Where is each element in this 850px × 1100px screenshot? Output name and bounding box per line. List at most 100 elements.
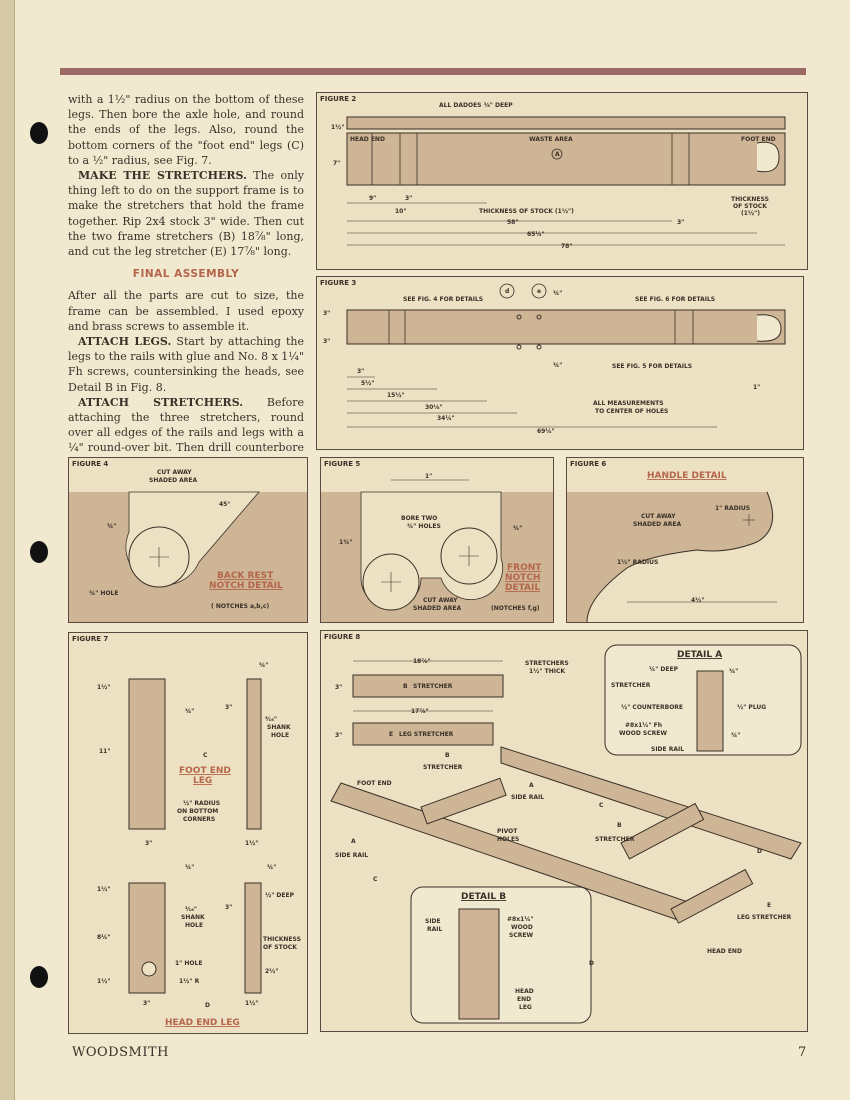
figure-2: FIGURE 2 ALL DADOES ⅜" DEEP HEAD END FOO… (316, 92, 808, 270)
article-column: with a 1½" radius on the bottom of these… (68, 92, 304, 501)
fig7-dim-3c: 3" (225, 904, 232, 911)
fig7-part-c: C (203, 752, 208, 759)
figure-5-label: FIGURE 5 (324, 460, 361, 468)
figure-3: FIGURE 3 SEE FIG. 4 FOR DETAILS SEE FIG.… (316, 276, 804, 450)
punch-hole-middle (30, 541, 48, 563)
fig7-dim-3a: 3" (225, 704, 232, 711)
fig4-dim: ¾" (107, 523, 116, 530)
figure-2-drawing: ALL DADOES ⅜" DEEP HEAD END FOOT END WAS… (331, 102, 786, 250)
fig8-head-end: HEAD END (707, 948, 742, 955)
fig7-dim-34a: ¾" (259, 662, 268, 669)
fig2-dim-9: 9" (369, 195, 376, 202)
fig2-dim-78: 78" (561, 243, 572, 250)
fig8-side-rail: SIDE RAIL (511, 794, 544, 801)
fig3-dim-34: 34¼" (437, 415, 455, 422)
fig7-dim-3d: 3" (143, 1000, 150, 1007)
figure-4-label: FIGURE 4 (72, 460, 109, 468)
fig7-dim-1-5c: 1½" (97, 886, 111, 893)
fig8-dim-3b: 3" (335, 732, 342, 739)
run-in-head: ATTACH STRETCHERS. (78, 395, 244, 409)
fig3-see-5: SEE FIG. 5 FOR DETAILS (612, 363, 692, 370)
section-title: FINAL ASSEMBLY (132, 268, 240, 281)
fig6-title: HANDLE DETAIL (647, 471, 727, 481)
fig8-part-b2: B (445, 752, 450, 759)
fig2-waste: WASTE AREA (529, 136, 573, 143)
fig5-dim-34: ¾" (513, 525, 522, 532)
fig8-deep: ¼" DEEP (649, 666, 679, 673)
fig8-part-c: C (599, 802, 604, 809)
fig7-hole: 1" HOLE (175, 960, 202, 967)
fig7-dim-1-5e: 1½" (245, 1000, 259, 1007)
fig8-plug: ½" PLUG (737, 704, 766, 711)
fig2-dim-7: 7" (333, 160, 340, 167)
figure-6-label: FIGURE 6 (570, 460, 607, 468)
fig7-dim-1-5a: 1½" (97, 684, 111, 691)
fig2-head-end: HEAD END (350, 136, 385, 143)
fig7-dim-34c: ¾" (185, 864, 194, 871)
fig3-notch-d: d (505, 288, 509, 295)
fig8-da-side-rail: SIDE RAIL (651, 746, 684, 753)
fig8-part-e2: E (767, 902, 771, 909)
fig2-part-a: A (555, 151, 560, 158)
fig8-dim-18: 18⅞" (413, 658, 431, 665)
fig7-r: 1½" R (179, 978, 200, 985)
fig8-detail-a: DETAIL A (677, 650, 722, 660)
fig7-deep: ½" DEEP (265, 892, 295, 899)
fig8-counterbore: ½" COUNTERBORE (621, 704, 683, 711)
fig8-part-d2: D (589, 960, 594, 967)
page-number: 7 (798, 1045, 807, 1060)
fig5-dim-1-75: 1¾" (339, 539, 353, 546)
fig3-dim-5-5: 5½" (361, 380, 375, 387)
fig4-sub: ( NOTCHES a,b,c) (211, 603, 269, 610)
fig8-part-a2: A (351, 838, 356, 845)
punch-hole-top (30, 122, 48, 144)
figure-2-label: FIGURE 2 (320, 95, 357, 103)
fig8-part-d: D (757, 848, 762, 855)
fig2-thickness: THICKNESS OF STOCK (1½") (479, 208, 574, 215)
fig8-stretcher: STRETCHER (423, 764, 463, 771)
paragraph-stretchers: MAKE THE STRETCHERS. The only thing left… (68, 169, 304, 259)
fig8-dim-17: 17⅞" (411, 708, 429, 715)
figure-3-label: FIGURE 3 (320, 279, 357, 287)
fig3-see-6: SEE FIG. 6 FOR DETAILS (635, 296, 715, 303)
paragraph-assembly: After all the parts are cut to size, the… (68, 289, 304, 333)
fig3-dim-3b: 3" (323, 338, 330, 345)
fig3-dim-1: 1" (753, 384, 760, 391)
fig8-e-stretcher: LEG STRETCHER (399, 731, 454, 738)
fig2-dim-3a: 3" (405, 195, 412, 202)
fig8-leg-stretcher: LEG STRETCHER (737, 914, 792, 921)
fig5-sub: (NOTCHES f,g) (491, 605, 540, 612)
page-binding-edge (0, 0, 15, 1100)
fig7-head-title: HEAD END LEG (165, 1018, 240, 1028)
fig8-dim-3a: 3" (335, 684, 342, 691)
fig7-dim-1-5b: 1½" (245, 840, 259, 847)
fig8-part-c2: C (373, 876, 378, 883)
fig3-dim-15-5: 15½" (387, 392, 405, 399)
fig5-dim-1: 1" (425, 473, 432, 480)
fig6-r1: 1" RADIUS (715, 505, 750, 512)
fig4-angle: 45° (219, 501, 230, 508)
fig8-part-b3: B (617, 822, 622, 829)
fig7-dim-2-5: 2½" (265, 968, 279, 975)
fig2-dim-58: 58" (507, 219, 518, 226)
fig3-dim-3a: 3" (323, 310, 330, 317)
fig7-dim-3b: 3" (145, 840, 152, 847)
fig7-dim-11: 11" (99, 748, 110, 755)
fig8-side-rail2: SIDE RAIL (335, 852, 368, 859)
fig8-part-e: E (389, 731, 393, 738)
fig7-dim-8-25: 8¼" (97, 934, 111, 941)
fig7-dim-34b: ¾" (185, 708, 194, 715)
fig3-notch-e: e (537, 288, 541, 295)
paragraph-legs: ATTACH LEGS. Start by attaching the legs… (68, 335, 305, 394)
fig8-part-a: A (529, 782, 534, 789)
